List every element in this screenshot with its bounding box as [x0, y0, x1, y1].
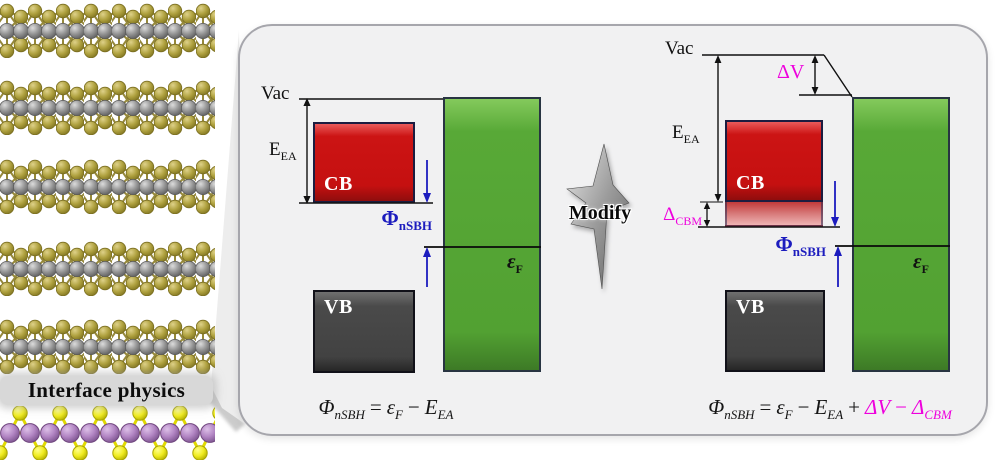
modify-label: Modify	[568, 202, 632, 224]
cbm-shift-box-after	[725, 202, 823, 227]
mos2-layer-thumbnail-2	[0, 79, 215, 135]
cb-label-before: CB	[324, 173, 353, 195]
vb-label-after: VB	[736, 296, 765, 318]
vb-label-before: VB	[324, 296, 353, 318]
mos2-layer-thumbnail-3	[0, 158, 215, 214]
cb-box-after: CB	[725, 120, 823, 202]
vb-box-after: VB	[725, 290, 825, 372]
cb-label-after: CB	[736, 172, 765, 194]
metal-box-after	[852, 97, 950, 372]
cb-box-before: CB	[313, 122, 415, 203]
dcbm-label-after: ΔCBM	[663, 204, 702, 228]
mos2-layer-thumbnail-5	[0, 318, 215, 374]
mos2-layer-thumbnail-4	[0, 240, 215, 296]
metal-box-before	[443, 97, 541, 372]
eea-label-before: EEA	[269, 139, 297, 163]
dv-label-after: ΔV	[777, 61, 805, 83]
modified-monolayer-thumbnail	[0, 406, 215, 460]
interface-physics-label: Interface physics	[0, 376, 213, 405]
mos2-layer-thumbnail-1	[0, 2, 215, 58]
callout-wedge	[206, 30, 245, 432]
vb-box-before: VB	[313, 290, 415, 373]
sbh-label-before: ΦnSBH	[381, 206, 432, 234]
formula-after: ΦnSBH=εF−EEA+ΔV−ΔCBM	[708, 395, 952, 423]
formula-before: ΦnSBH=εF−EEA	[318, 395, 454, 423]
vac-label-before: Vac	[261, 83, 290, 104]
fermi-label-after: εF	[913, 249, 929, 277]
eea-label-after: EEA	[672, 122, 700, 146]
vac-label-after: Vac	[665, 38, 694, 59]
fermi-label-before: εF	[507, 249, 523, 277]
sbh-label-after: ΦnSBH	[775, 232, 826, 260]
